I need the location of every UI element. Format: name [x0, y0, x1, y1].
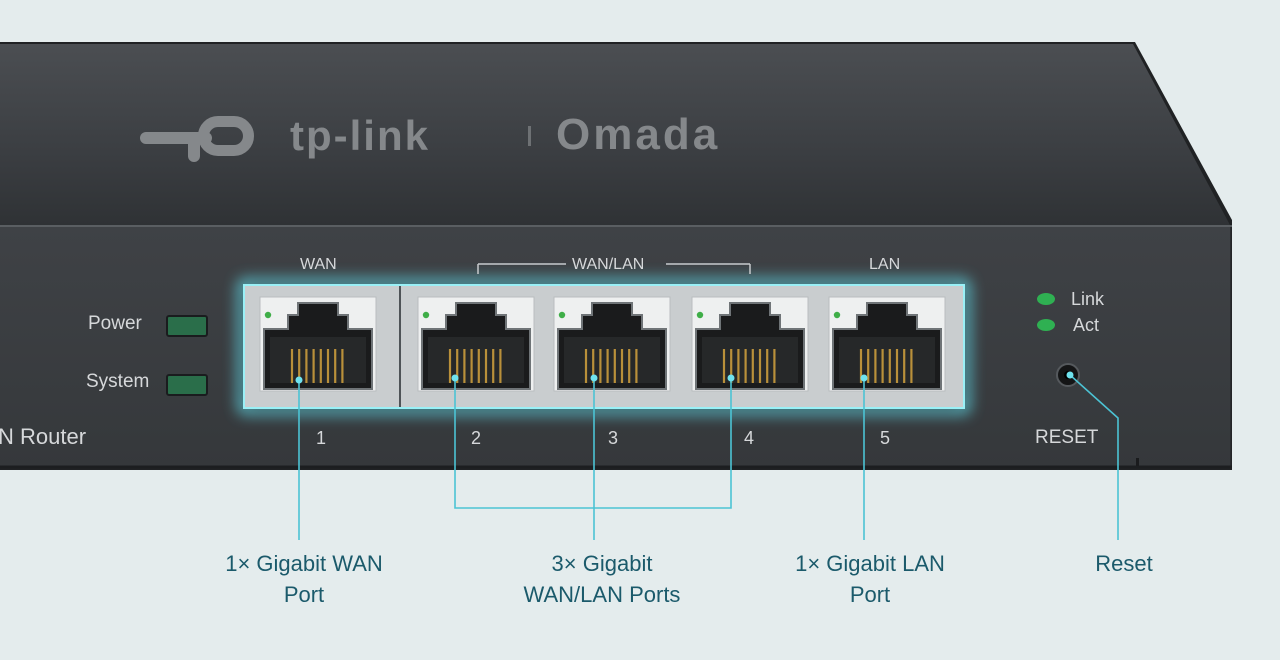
chassis-top — [0, 44, 1230, 225]
callout-wan-lan: 3× Gigabit WAN/LAN Ports — [492, 548, 712, 610]
rj45-port[interactable] — [828, 296, 946, 392]
lan-group-label: LAN — [869, 256, 901, 273]
link-led — [1037, 293, 1055, 305]
ports-glow — [237, 278, 971, 415]
port-number: 5 — [880, 428, 891, 448]
link-label: Link — [1071, 289, 1105, 309]
callout-dots — [295, 371, 1074, 384]
rj45-port[interactable] — [259, 296, 377, 392]
brand-divider — [528, 126, 531, 146]
port-number: 3 — [608, 428, 619, 448]
callout-lan: 1× Gigabit LAN Port — [760, 548, 980, 610]
system-label: System — [86, 371, 150, 392]
tp-link-logo: tp-link — [140, 112, 510, 162]
callout-reset-line1: Reset — [1095, 551, 1153, 576]
rj45-ports — [259, 296, 946, 392]
callout-lan-line2: Port — [849, 582, 891, 607]
callout-wan: 1× Gigabit WAN Port — [194, 548, 414, 610]
model-name: N Router — [0, 424, 87, 449]
port-number: 2 — [471, 428, 482, 448]
port-number: 1 — [316, 428, 327, 448]
rj45-port[interactable] — [417, 296, 535, 392]
callout-lines — [298, 374, 1119, 540]
callout-lan-line1: 1× Gigabit LAN — [795, 551, 945, 576]
act-led — [1037, 319, 1055, 331]
callout-reset: Reset — [1064, 548, 1184, 579]
wan-lan-group-label: WAN/LAN — [572, 256, 645, 273]
port-number: 4 — [744, 428, 755, 448]
power-led — [166, 315, 208, 337]
omada-logo: Omada — [556, 110, 721, 159]
callout-wan-line2: Port — [283, 582, 325, 607]
callout-wan-lan-line2: WAN/LAN Ports — [523, 582, 681, 607]
power-label: Power — [88, 313, 142, 334]
act-label: Act — [1073, 315, 1100, 335]
brand-logo-text: tp-link — [290, 112, 430, 159]
rj45-port[interactable] — [553, 296, 671, 392]
tp-link-logo-mark — [140, 116, 258, 162]
callout-wan-lan-line1: 3× Gigabit — [551, 551, 653, 576]
rj45-port[interactable] — [691, 296, 809, 392]
reset-label: RESET — [1035, 427, 1099, 448]
wan-group-label: WAN — [300, 256, 337, 273]
system-led — [166, 374, 208, 396]
callout-wan-line1: 1× Gigabit WAN — [225, 551, 383, 576]
